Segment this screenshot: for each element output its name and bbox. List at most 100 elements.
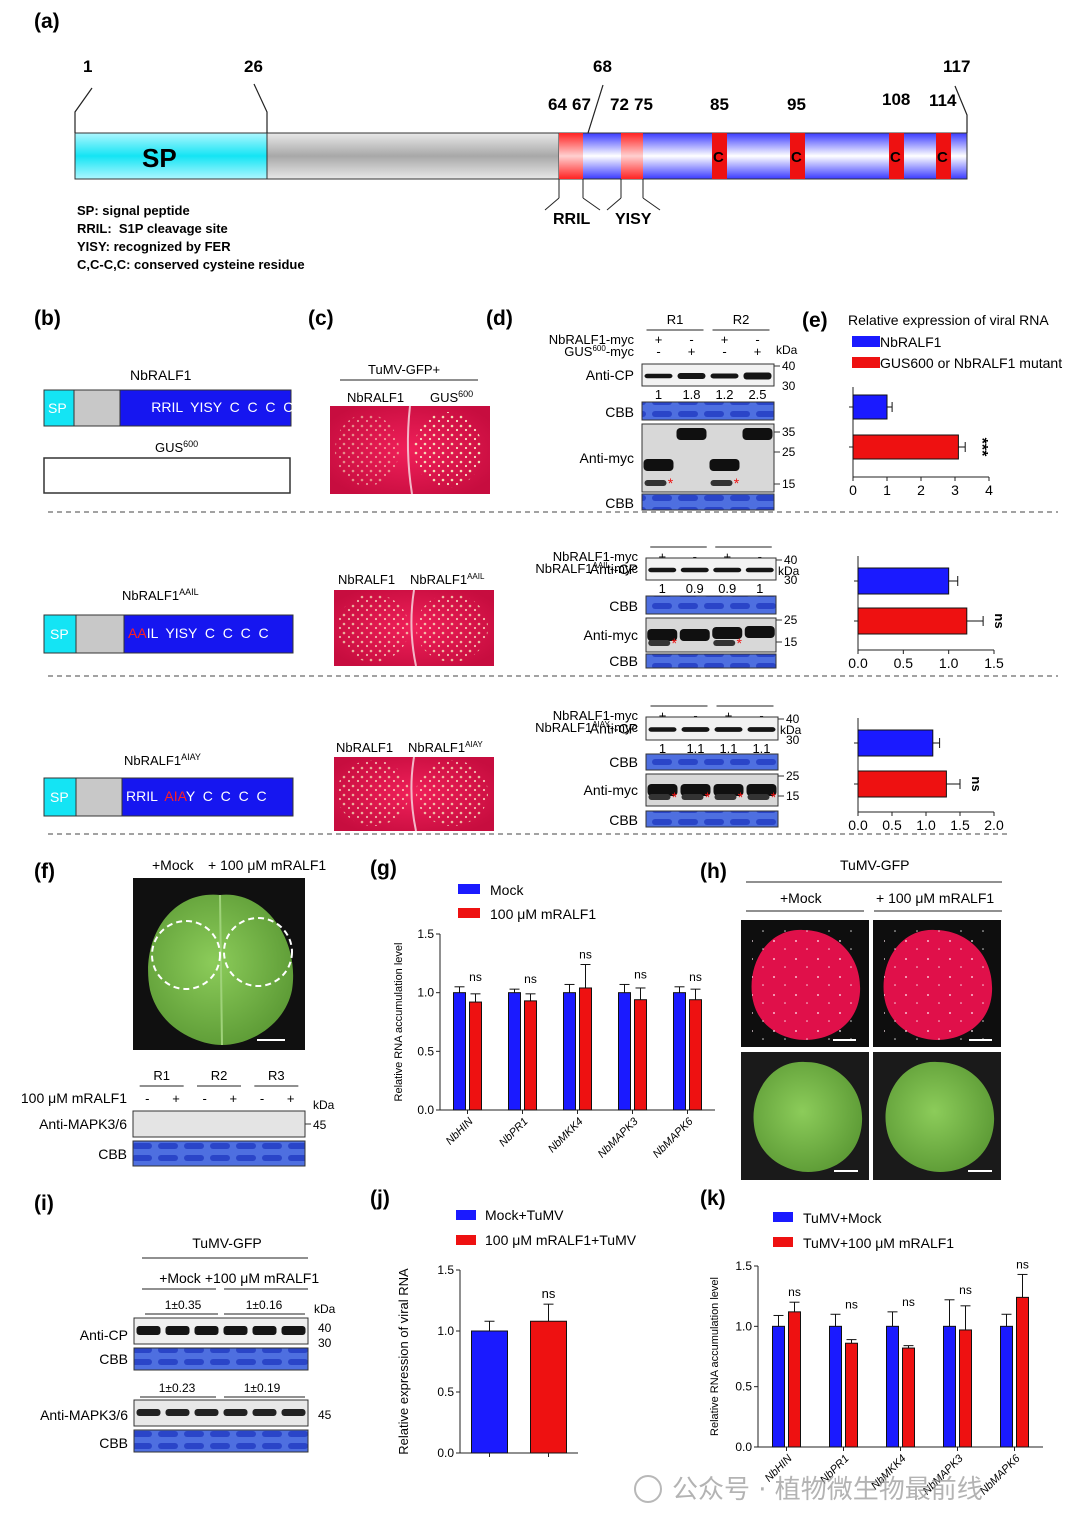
construct-name: GUS [564, 344, 593, 359]
pos-67: 67 [572, 95, 591, 114]
bar [563, 992, 576, 1111]
sign: + [172, 1091, 180, 1106]
aiay-sup: AIAY [181, 752, 201, 762]
cbb-strip [132, 1140, 306, 1167]
pos-117: 117 [943, 57, 970, 76]
seq-part: C C C C [203, 788, 267, 804]
sign: - [656, 344, 660, 359]
marker-label: 30 [784, 573, 798, 587]
panel-label-b: (b) [34, 307, 61, 330]
myc-cleaved-band [714, 794, 737, 800]
pos-72: 72 [610, 95, 629, 114]
y-tick-label: 1.0 [735, 1319, 752, 1333]
legend-swatch-g-blue [458, 884, 480, 894]
marker-label: 45 [313, 1118, 327, 1132]
legend-g-1: Mock [490, 882, 524, 898]
construct-nbralf1: NbRALF1 SP RRIL YISY C C C C [43, 367, 293, 427]
leaf-image-h3 [741, 1052, 869, 1180]
row-label: Anti-myc [580, 450, 634, 466]
cp-band [713, 567, 742, 573]
marker-label: 40 [786, 712, 800, 726]
bar [618, 992, 631, 1111]
cp-band [194, 1326, 219, 1335]
sign: + [230, 1091, 238, 1106]
significance-label: ns [524, 972, 537, 986]
quant-value: 0.9 [718, 581, 736, 596]
kda-label: kDa [313, 1098, 335, 1112]
legend-e-1: NbRALF1 [880, 334, 942, 350]
legend-e-2: GUS600 or NbRALF1 mutant [880, 355, 1062, 371]
row-label: Anti-CP [80, 1327, 128, 1343]
row-label: CBB [609, 653, 638, 669]
myc-cleaved-band [710, 480, 733, 486]
seq-part: RRIL [126, 788, 164, 804]
construct-sup: AAIL [592, 561, 610, 570]
blot-frame [641, 363, 775, 387]
cys-108: C [890, 149, 901, 166]
row-label: Anti-MAPK3/6 [40, 1407, 128, 1423]
myc-band [746, 784, 777, 796]
cbb-strip [645, 810, 779, 828]
row-label: Anti-MAPK3/6 [39, 1116, 127, 1132]
cp-band [743, 372, 772, 380]
seq-part: YISY [165, 625, 204, 641]
significance-label: ns [542, 1286, 556, 1301]
construct-sup: 600 [592, 344, 606, 353]
construct-name: NbRALF1 [535, 561, 592, 576]
x-tick-label: 0.5 [894, 655, 914, 671]
myc-band [713, 784, 744, 796]
kda-label: kDa [776, 343, 798, 357]
x-tick-label: 1.0 [916, 817, 936, 833]
construct-title-gus: GUS600 [155, 439, 198, 455]
sign: + [723, 549, 731, 564]
bar [471, 1330, 508, 1454]
bar [886, 1325, 899, 1448]
legend-line-4: C,C-C,C: conserved cysteine residue [77, 257, 305, 272]
pos-1: 1 [83, 57, 92, 76]
cp-band [745, 567, 774, 573]
quant-value: 1 [659, 741, 666, 756]
seq-part: AA [128, 625, 147, 641]
x-tick-label: NbMAPK6 [978, 1452, 1023, 1497]
pos-85: 85 [710, 95, 729, 114]
cbb-strip [641, 493, 775, 511]
wechat-icon [634, 1475, 662, 1503]
legend-j-2: 100 μM mRALF1+TuMV [485, 1232, 637, 1248]
mapk-band [194, 1409, 219, 1416]
significance-label: ns [969, 776, 984, 791]
x-tick-label: 4 [985, 482, 993, 498]
bar [902, 1347, 915, 1448]
sign: - [722, 344, 726, 359]
construct-title-aiay: NbRALF1AIAY [124, 752, 201, 768]
cp-band [644, 373, 673, 379]
myc-band [709, 459, 740, 471]
pos-114: 114 [929, 91, 957, 110]
leaf-c2-left: NbRALF1 [338, 572, 395, 587]
legend-swatch-k-red [773, 1237, 793, 1247]
cp-band [165, 1326, 190, 1335]
sign: + [658, 549, 666, 564]
panel-a-legend: SP: signal peptide RRIL: S1P cleavage si… [77, 203, 305, 272]
leaf-c2-right-sup: AAIL [467, 572, 485, 581]
significance-label: ns [959, 1283, 972, 1297]
leaf-image-c2 [334, 589, 494, 667]
leaf-c3-right: NbRALF1AIAY [408, 740, 483, 755]
sign: + [754, 344, 762, 359]
x-tick-label: NbPR1 [497, 1116, 531, 1150]
gus-text: GUS [155, 440, 184, 455]
bar [524, 1000, 537, 1111]
construct-suffix: -myc [610, 720, 639, 735]
construct-label: NbRALF1AAIL-myc [535, 561, 638, 576]
row-label: CBB [609, 754, 638, 770]
construct-label: NbRALF1-myc [553, 549, 639, 564]
pos-95: 95 [787, 95, 806, 114]
leaf-image-c3 [334, 756, 494, 832]
sign: - [758, 549, 762, 564]
legend-swatch-e-red [852, 357, 880, 368]
x-tick-label: 1.5 [984, 655, 1004, 671]
cleavage-star: * [737, 635, 743, 651]
cp-band [648, 727, 677, 732]
